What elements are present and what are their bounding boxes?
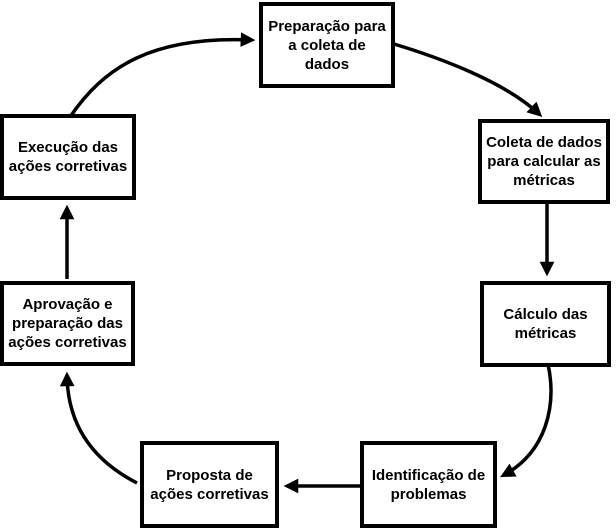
node-preparacao-label: Preparação para a coleta de dados <box>268 17 386 73</box>
node-calculo: Cálculo das métricas <box>480 281 611 367</box>
node-coleta: Coleta de dados para calcular as métrica… <box>478 119 610 204</box>
node-execucao: Execução das ações corretivas <box>0 114 136 200</box>
node-aprovacao: Aprovação e preparação das ações correti… <box>0 281 135 366</box>
node-preparacao: Preparação para a coleta de dados <box>259 2 395 88</box>
node-identificacao: Identificação de problemas <box>360 441 497 528</box>
node-calculo-label: Cálculo das métricas <box>503 306 588 342</box>
arrow-calculo-to-identificacao <box>500 363 553 478</box>
node-proposta: Proposta de ações corretivas <box>140 441 279 528</box>
arrow-proposta-to-aprovacao <box>59 371 138 485</box>
node-aprovacao-label: Aprovação e preparação das ações correti… <box>8 296 127 351</box>
arrow-preparacao-to-coleta <box>393 42 543 118</box>
arrow-execucao-to-preparacao <box>68 32 256 118</box>
node-execucao-label: Execução das ações corretivas <box>8 139 128 175</box>
node-coleta-label: Coleta de dados para calcular as métrica… <box>486 134 602 189</box>
node-proposta-label: Proposta de ações corretivas <box>150 466 269 503</box>
node-identificacao-label: Identificação de problemas <box>371 466 486 503</box>
